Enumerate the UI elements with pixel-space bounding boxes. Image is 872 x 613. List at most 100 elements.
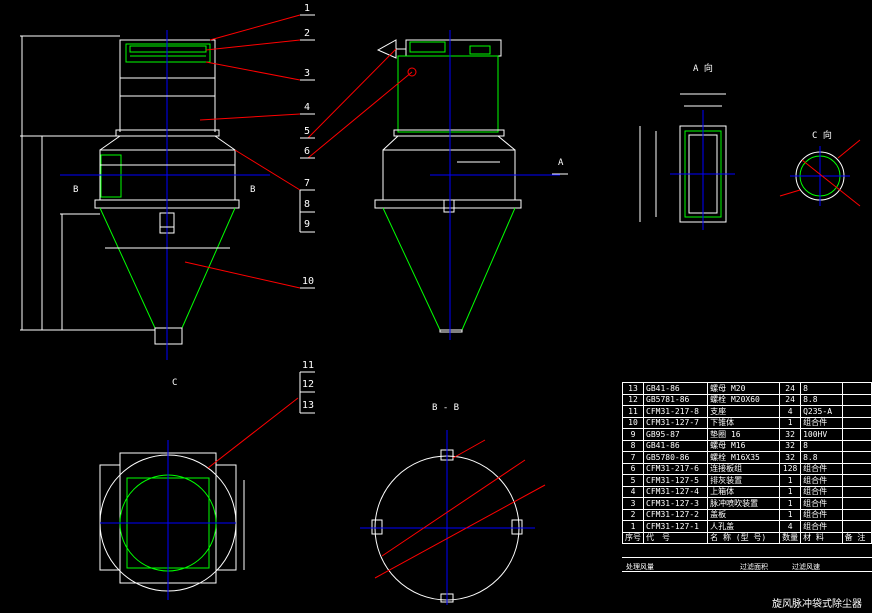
bom-row-cell: 脉冲喷吹装置	[707, 497, 781, 510]
bom-row-cell: 人孔盖	[707, 520, 781, 533]
bom-row-cell: 24	[779, 382, 802, 395]
bom-row-cell: CFM31-127-4	[642, 485, 709, 498]
callout-11: 11	[302, 360, 315, 371]
bom-row-cell: 支座	[707, 405, 781, 418]
callout-10: 10	[302, 276, 315, 287]
side-view	[374, 30, 568, 340]
bom-row-cell: 8	[800, 382, 843, 395]
bom-row-cell: 组合件	[800, 462, 843, 475]
bom-row-cell: 32	[779, 428, 802, 441]
bom-row-cell: GB41-86	[642, 382, 709, 395]
bom-row-cell	[841, 428, 872, 441]
bom-header: 序号代 号名 称 (型 号)数量材 料备 注	[622, 531, 872, 544]
view-c-arrow-label: C	[172, 378, 178, 388]
bom-row-cell: 2	[622, 508, 644, 521]
bom-row-cell: 100HV	[800, 428, 843, 441]
bom-row-cell: 8	[622, 439, 644, 452]
bom-row-cell: 32	[779, 451, 802, 464]
view-c-label: C 向	[812, 131, 832, 141]
callout-5: 5	[304, 126, 311, 137]
callout-2: 2	[304, 28, 311, 39]
bom-row-cell: 连接板组	[707, 462, 781, 475]
bom-row-cell: 7	[622, 451, 644, 464]
bom-row-cell: GB5781-86	[642, 393, 709, 406]
tb-speed-label: 过滤风速	[792, 563, 820, 571]
bom-row-cell: 8.8	[800, 451, 843, 464]
section-bb-label: B - B	[432, 403, 460, 413]
bom-header-cell: 材 料	[800, 531, 843, 544]
section-b-left-label: B	[73, 185, 79, 195]
bom-row-cell: 螺母 M16	[707, 439, 781, 452]
bom-row-cell	[841, 451, 872, 464]
view-a	[639, 93, 735, 230]
bom-row-cell: 1	[779, 485, 802, 498]
section-bb	[360, 430, 546, 605]
bom-row-cell: 6	[622, 462, 644, 475]
callout-7: 7	[304, 178, 311, 189]
callout-9: 9	[304, 219, 311, 230]
callout-leaders	[184, 14, 413, 289]
bom-row-cell: CFM31-127-3	[642, 497, 709, 510]
bom-row-cell: 4	[779, 405, 802, 418]
bom-row-cell: 1	[779, 416, 802, 429]
callout-4: 4	[304, 102, 311, 113]
bom-row-cell: Q235-A	[800, 405, 843, 418]
bom-row-cell: 螺栓 M20X60	[707, 393, 781, 406]
bom-row-cell	[841, 393, 872, 406]
bom-row-cell: CFM31-217-8	[642, 405, 709, 418]
bom-row-cell	[841, 508, 872, 521]
bom-row-cell: 1	[779, 497, 802, 510]
tb-area-label: 过滤面积	[740, 563, 768, 571]
bom-row-cell: CFM31-127-1	[642, 520, 709, 533]
bom-row-cell: 13	[622, 382, 644, 395]
bom-row-cell: 32	[779, 439, 802, 452]
callout-13: 13	[302, 400, 315, 411]
title-block: 处理风量 过滤面积 过滤风速 旋风脉冲袋式除尘器	[622, 557, 872, 613]
bom-row-cell: 24	[779, 393, 802, 406]
callout-1: 1	[304, 3, 311, 14]
bom-row-cell	[841, 416, 872, 429]
drawing-title: 旋风脉冲袋式除尘器	[772, 599, 862, 610]
bom-row-cell: 上箱体	[707, 485, 781, 498]
callout-12: 12	[302, 379, 315, 390]
bom-row-cell: 10	[622, 416, 644, 429]
bom-row-cell: 螺母 M20	[707, 382, 781, 395]
bom-row-cell	[841, 485, 872, 498]
bom-row-cell: 8	[800, 439, 843, 452]
bom-row-cell	[841, 462, 872, 475]
bom-row-cell: 5	[622, 474, 644, 487]
section-b-right-label: B	[250, 185, 256, 195]
bom-header-cell: 代 号	[642, 531, 709, 544]
bom-row-cell: CFM31-127-7	[642, 416, 709, 429]
bom-header-cell: 备 注	[841, 531, 872, 544]
bom-row-cell: 1	[779, 474, 802, 487]
bom-row-cell: 组合件	[800, 508, 843, 521]
front-view	[20, 30, 270, 360]
section-a-label: A	[558, 158, 564, 168]
bom-row-cell	[841, 497, 872, 510]
bom-row-cell: 9	[622, 428, 644, 441]
bom-row-cell	[841, 439, 872, 452]
bom-row-cell: 1	[779, 508, 802, 521]
view-a-label: A 向	[693, 64, 713, 74]
bom-row-cell: 4	[779, 520, 802, 533]
bom-row-cell: 12	[622, 393, 644, 406]
bom-row-cell: 128	[779, 462, 802, 475]
bom-row-cell	[841, 405, 872, 418]
bom-row-cell: 组合件	[800, 416, 843, 429]
bom-row-cell: 组合件	[800, 485, 843, 498]
